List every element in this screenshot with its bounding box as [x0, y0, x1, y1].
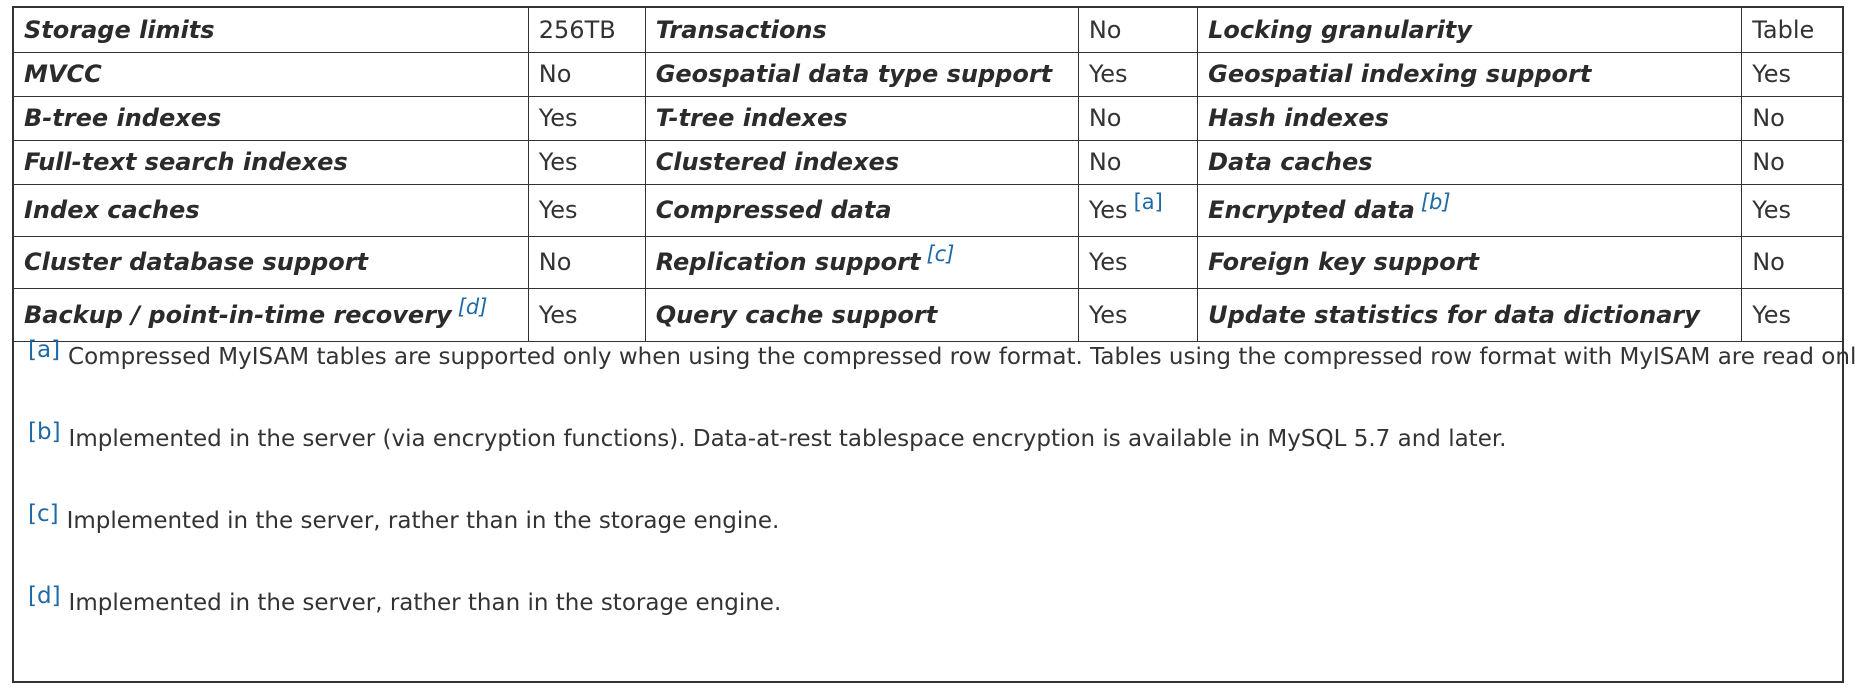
feature-value: Yes — [1077, 235, 1199, 289]
feature-value: Yes — [527, 95, 646, 141]
feature-name: Backup / point-in-time recovery[d] — [14, 287, 529, 342]
footnotes: [a] Compressed MyISAM tables are supporte… — [14, 337, 1856, 672]
feature-value: No — [1741, 139, 1842, 185]
feature-name: Query cache support — [644, 287, 1079, 342]
feature-name: Locking granularity — [1197, 8, 1743, 53]
feature-name: Compressed data — [644, 183, 1079, 237]
feature-value: No — [527, 51, 646, 97]
table-row: Storage limits 256TB Transactions No Loc… — [14, 8, 1842, 53]
feature-value: No — [1741, 235, 1842, 289]
feature-name: T-tree indexes — [644, 95, 1079, 141]
footnote-text: Compressed MyISAM tables are supported o… — [68, 344, 1856, 370]
table-row: Full-text search indexes Yes Clustered i… — [14, 139, 1842, 185]
table-row: B-tree indexes Yes T-tree indexes No Has… — [14, 95, 1842, 141]
feature-name: Storage limits — [14, 8, 529, 53]
feature-value: Yes — [1741, 51, 1842, 97]
feature-value: 256TB — [527, 8, 646, 53]
feature-name: Clustered indexes — [644, 139, 1079, 185]
feature-value: Yes — [1741, 287, 1842, 342]
footnote-mark[interactable]: [c] — [28, 501, 59, 527]
feature-name: Encrypted data[b] — [1197, 183, 1743, 237]
footnote-text: Implemented in the server (via encryptio… — [68, 426, 1507, 452]
feature-value: No — [1741, 95, 1842, 141]
feature-name: Index caches — [14, 183, 529, 237]
footnote-c: [c] Implemented in the server, rather tha… — [28, 501, 1842, 590]
feature-value: No — [1077, 8, 1199, 53]
footnote-mark[interactable]: [d] — [28, 583, 61, 609]
feature-value: No — [527, 235, 646, 289]
footnote-mark[interactable]: [a] — [28, 337, 61, 363]
feature-value: Table — [1741, 8, 1842, 53]
feature-name: Foreign key support — [1197, 235, 1743, 289]
footnote-a: [a] Compressed MyISAM tables are supporte… — [28, 337, 1856, 426]
footnote-text: Implemented in the server, rather than i… — [66, 508, 780, 534]
footnote-b: [b] Implemented in the server (via encryp… — [28, 419, 1842, 508]
table-row: MVCC No Geospatial data type support Yes… — [14, 51, 1842, 97]
footnote-mark[interactable]: [b] — [28, 419, 61, 445]
feature-name: B-tree indexes — [14, 95, 529, 141]
footnote-link-d[interactable]: [d] — [457, 294, 488, 319]
table-row: Cluster database support No Replication … — [14, 235, 1842, 289]
feature-value: No — [1077, 95, 1199, 141]
feature-value: Yes[a] — [1077, 183, 1199, 237]
feature-value: Yes — [527, 183, 646, 237]
feature-name: Transactions — [644, 8, 1079, 53]
feature-value: Yes — [527, 287, 646, 342]
feature-name: Replication support[c] — [644, 235, 1079, 289]
feature-value: Yes — [1741, 183, 1842, 237]
feature-name: Hash indexes — [1197, 95, 1743, 141]
feature-value: Yes — [527, 139, 646, 185]
feature-value: No — [1077, 139, 1199, 185]
feature-name: Geospatial indexing support — [1197, 51, 1743, 97]
feature-value: Yes — [1077, 51, 1199, 97]
footnote-link-b[interactable]: [b] — [1420, 190, 1451, 214]
footnote-d: [d] Implemented in the server, rather tha… — [28, 583, 1842, 672]
feature-name: MVCC — [14, 51, 529, 97]
feature-name: Update statistics for data dictionary — [1197, 287, 1743, 342]
feature-value: Yes — [1077, 287, 1199, 342]
features-table: Storage limits 256TB Transactions No Loc… — [14, 8, 1842, 342]
feature-name: Data caches — [1197, 139, 1743, 185]
footnote-link-c[interactable]: [c] — [926, 242, 955, 266]
storage-engine-features-panel: Storage limits 256TB Transactions No Loc… — [12, 6, 1856, 683]
feature-name: Cluster database support — [14, 235, 529, 289]
feature-name: Geospatial data type support — [644, 51, 1079, 97]
footnote-text: Implemented in the server, rather than i… — [68, 590, 782, 616]
table-row: Backup / point-in-time recovery[d] Yes Q… — [14, 287, 1842, 342]
table-row: Index caches Yes Compressed data Yes[a] … — [14, 183, 1842, 237]
feature-name: Full-text search indexes — [14, 139, 529, 185]
footnote-link-a[interactable]: [a] — [1133, 190, 1163, 214]
